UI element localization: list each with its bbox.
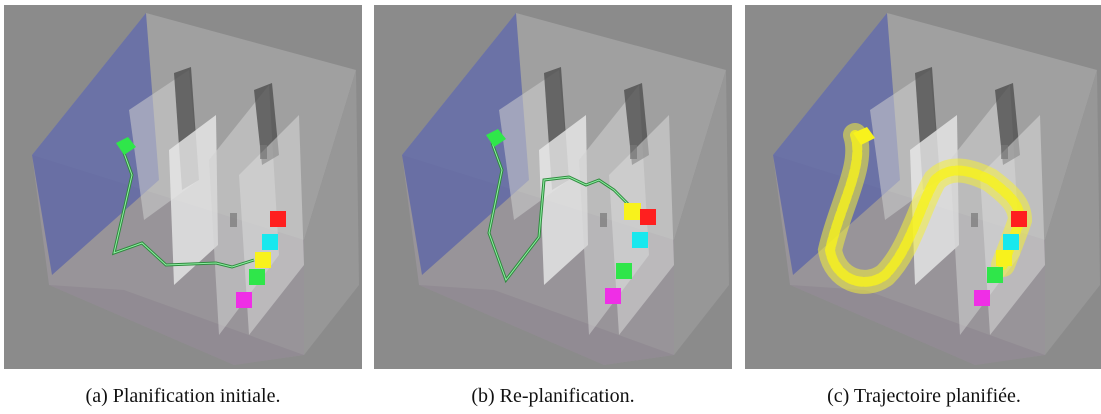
wall-window: [1001, 145, 1008, 159]
box-right-face: [674, 70, 729, 355]
caption-planned-trajectory: (c) Trajectoire planifiée.: [827, 385, 1021, 407]
panel-a-initial-planning: [4, 5, 362, 369]
cube-magenta: [974, 290, 990, 306]
start-cube: [853, 127, 875, 145]
wall-window: [230, 213, 237, 227]
cube-green: [249, 269, 265, 285]
cube-cyan: [262, 234, 278, 250]
start-cube: [486, 129, 506, 147]
start-cube: [116, 137, 136, 155]
cube-yellow: [255, 252, 271, 268]
inner-wall-2: [169, 115, 218, 285]
caption-initial-planning: (a) Planification initiale.: [85, 385, 281, 407]
panel-c-planned-trajectory: [745, 5, 1101, 369]
cube-red: [1011, 211, 1027, 227]
cube-red: [640, 209, 656, 225]
box-right-face: [304, 70, 359, 355]
box-front-face: [49, 285, 304, 365]
cube-yellow: [624, 203, 641, 220]
cube-yellow: [996, 250, 1012, 266]
inner-wall-2: [539, 115, 588, 285]
cube-red: [270, 211, 286, 227]
cube-magenta: [236, 292, 252, 308]
cube-cyan: [1003, 234, 1019, 250]
scene-b: [402, 13, 729, 365]
wall-window: [630, 145, 637, 159]
wall-window: [600, 213, 607, 227]
scene-a: [32, 13, 359, 365]
blue-wall: [773, 13, 900, 275]
wall-window: [971, 213, 978, 227]
blue-wall: [32, 13, 159, 275]
cube-magenta: [605, 288, 621, 304]
replanned-path-highlight: [488, 142, 630, 282]
blue-wall: [402, 13, 529, 275]
cube-green: [987, 267, 1003, 283]
box-front-face: [790, 285, 1045, 365]
box-right-face: [1045, 70, 1100, 355]
scene-c: [773, 13, 1100, 365]
planned-path-highlight: [113, 152, 255, 268]
panel-b-replanning: [374, 5, 732, 369]
cube-cyan: [632, 232, 648, 248]
cube-green: [616, 263, 632, 279]
box-front-face: [419, 285, 674, 365]
wall-window: [260, 145, 267, 159]
caption-replanning: (b) Re-planification.: [471, 385, 635, 407]
